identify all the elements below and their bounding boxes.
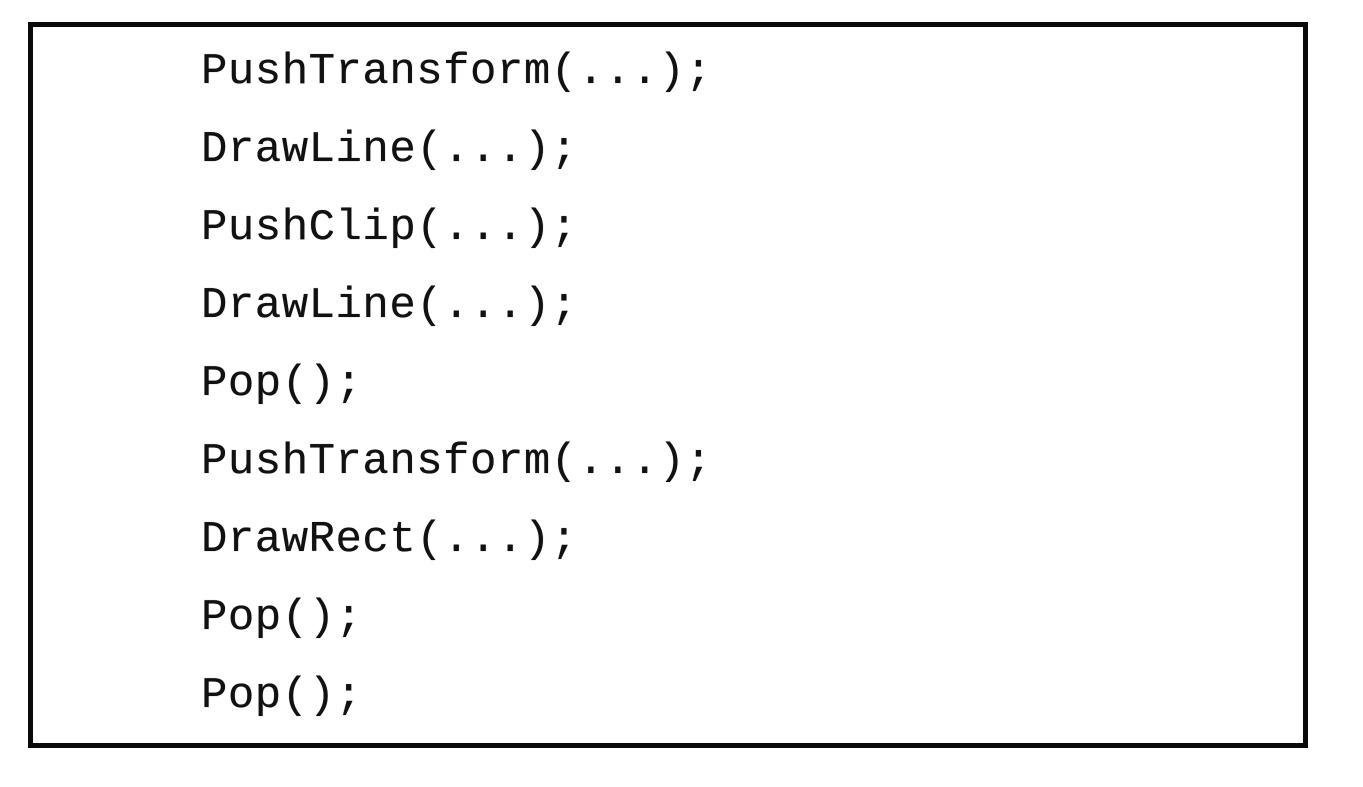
code-line: PushTransform(...); [201,47,713,97]
code-line: PushTransform(...); [201,437,713,487]
code-listing-box: PushTransform(...); DrawLine(...); PushCli… [28,22,1308,748]
code-line: Pop(); [201,593,363,643]
code-line: Pop(); [201,359,363,409]
code-line: DrawLine(...); [201,125,578,175]
code-line: DrawLine(...); [201,281,578,331]
code-line: PushClip(...); [201,203,578,253]
code-listing: PushTransform(...); DrawLine(...); PushCli… [201,33,1293,743]
code-line: DrawRect(...); [201,515,578,565]
code-line: Pop(); [201,671,363,721]
